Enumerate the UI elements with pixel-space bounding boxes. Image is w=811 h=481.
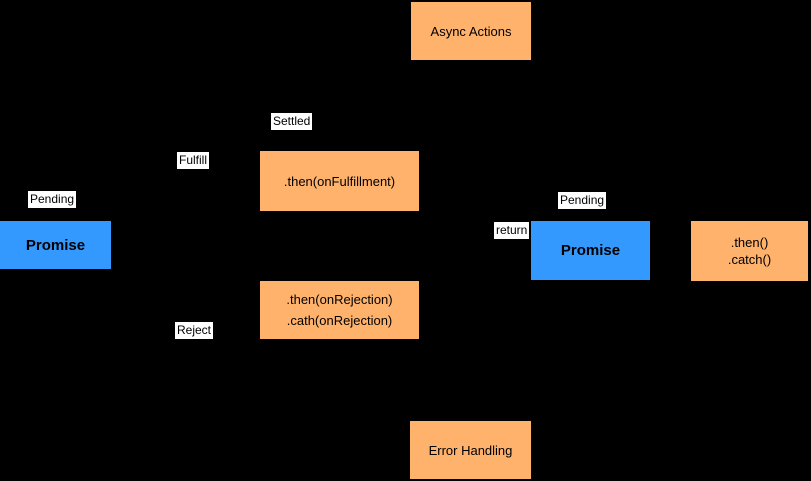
node-label: .then(onFulfillment) (283, 173, 396, 189)
node-label: Promise (25, 236, 86, 254)
node-error-handling: Error Handling (410, 421, 531, 479)
node-label-line-2: .catch() (727, 252, 772, 267)
edge-label-pending-right: Pending (558, 192, 607, 209)
node-async-actions: Async Actions (411, 2, 531, 60)
node-label-line-1: .then() (730, 235, 769, 250)
node-label: Promise (560, 242, 621, 259)
node-label: Async Actions (430, 23, 512, 39)
node-label-line-2: .cath(onRejection) (286, 313, 393, 328)
edge-label-fulfill: Fulfill (177, 152, 210, 169)
node-promise-returned: Promise (531, 221, 650, 280)
node-label-line-1: .then(onRejection) (286, 292, 393, 307)
edge-label-reject: Reject (175, 322, 214, 339)
node-label: Error Handling (428, 442, 513, 458)
edge-label-return: return (494, 222, 530, 239)
node-then-catch: .then() .catch() (691, 221, 808, 281)
edge-label-settled: Settled (271, 113, 313, 130)
node-promise-pending: Promise (0, 221, 111, 269)
edge-label-pending-left: Pending (28, 191, 77, 208)
node-then-onfulfillment: .then(onFulfillment) (260, 151, 419, 211)
node-then-onrejection: .then(onRejection) .cath(onRejection) (260, 281, 419, 339)
